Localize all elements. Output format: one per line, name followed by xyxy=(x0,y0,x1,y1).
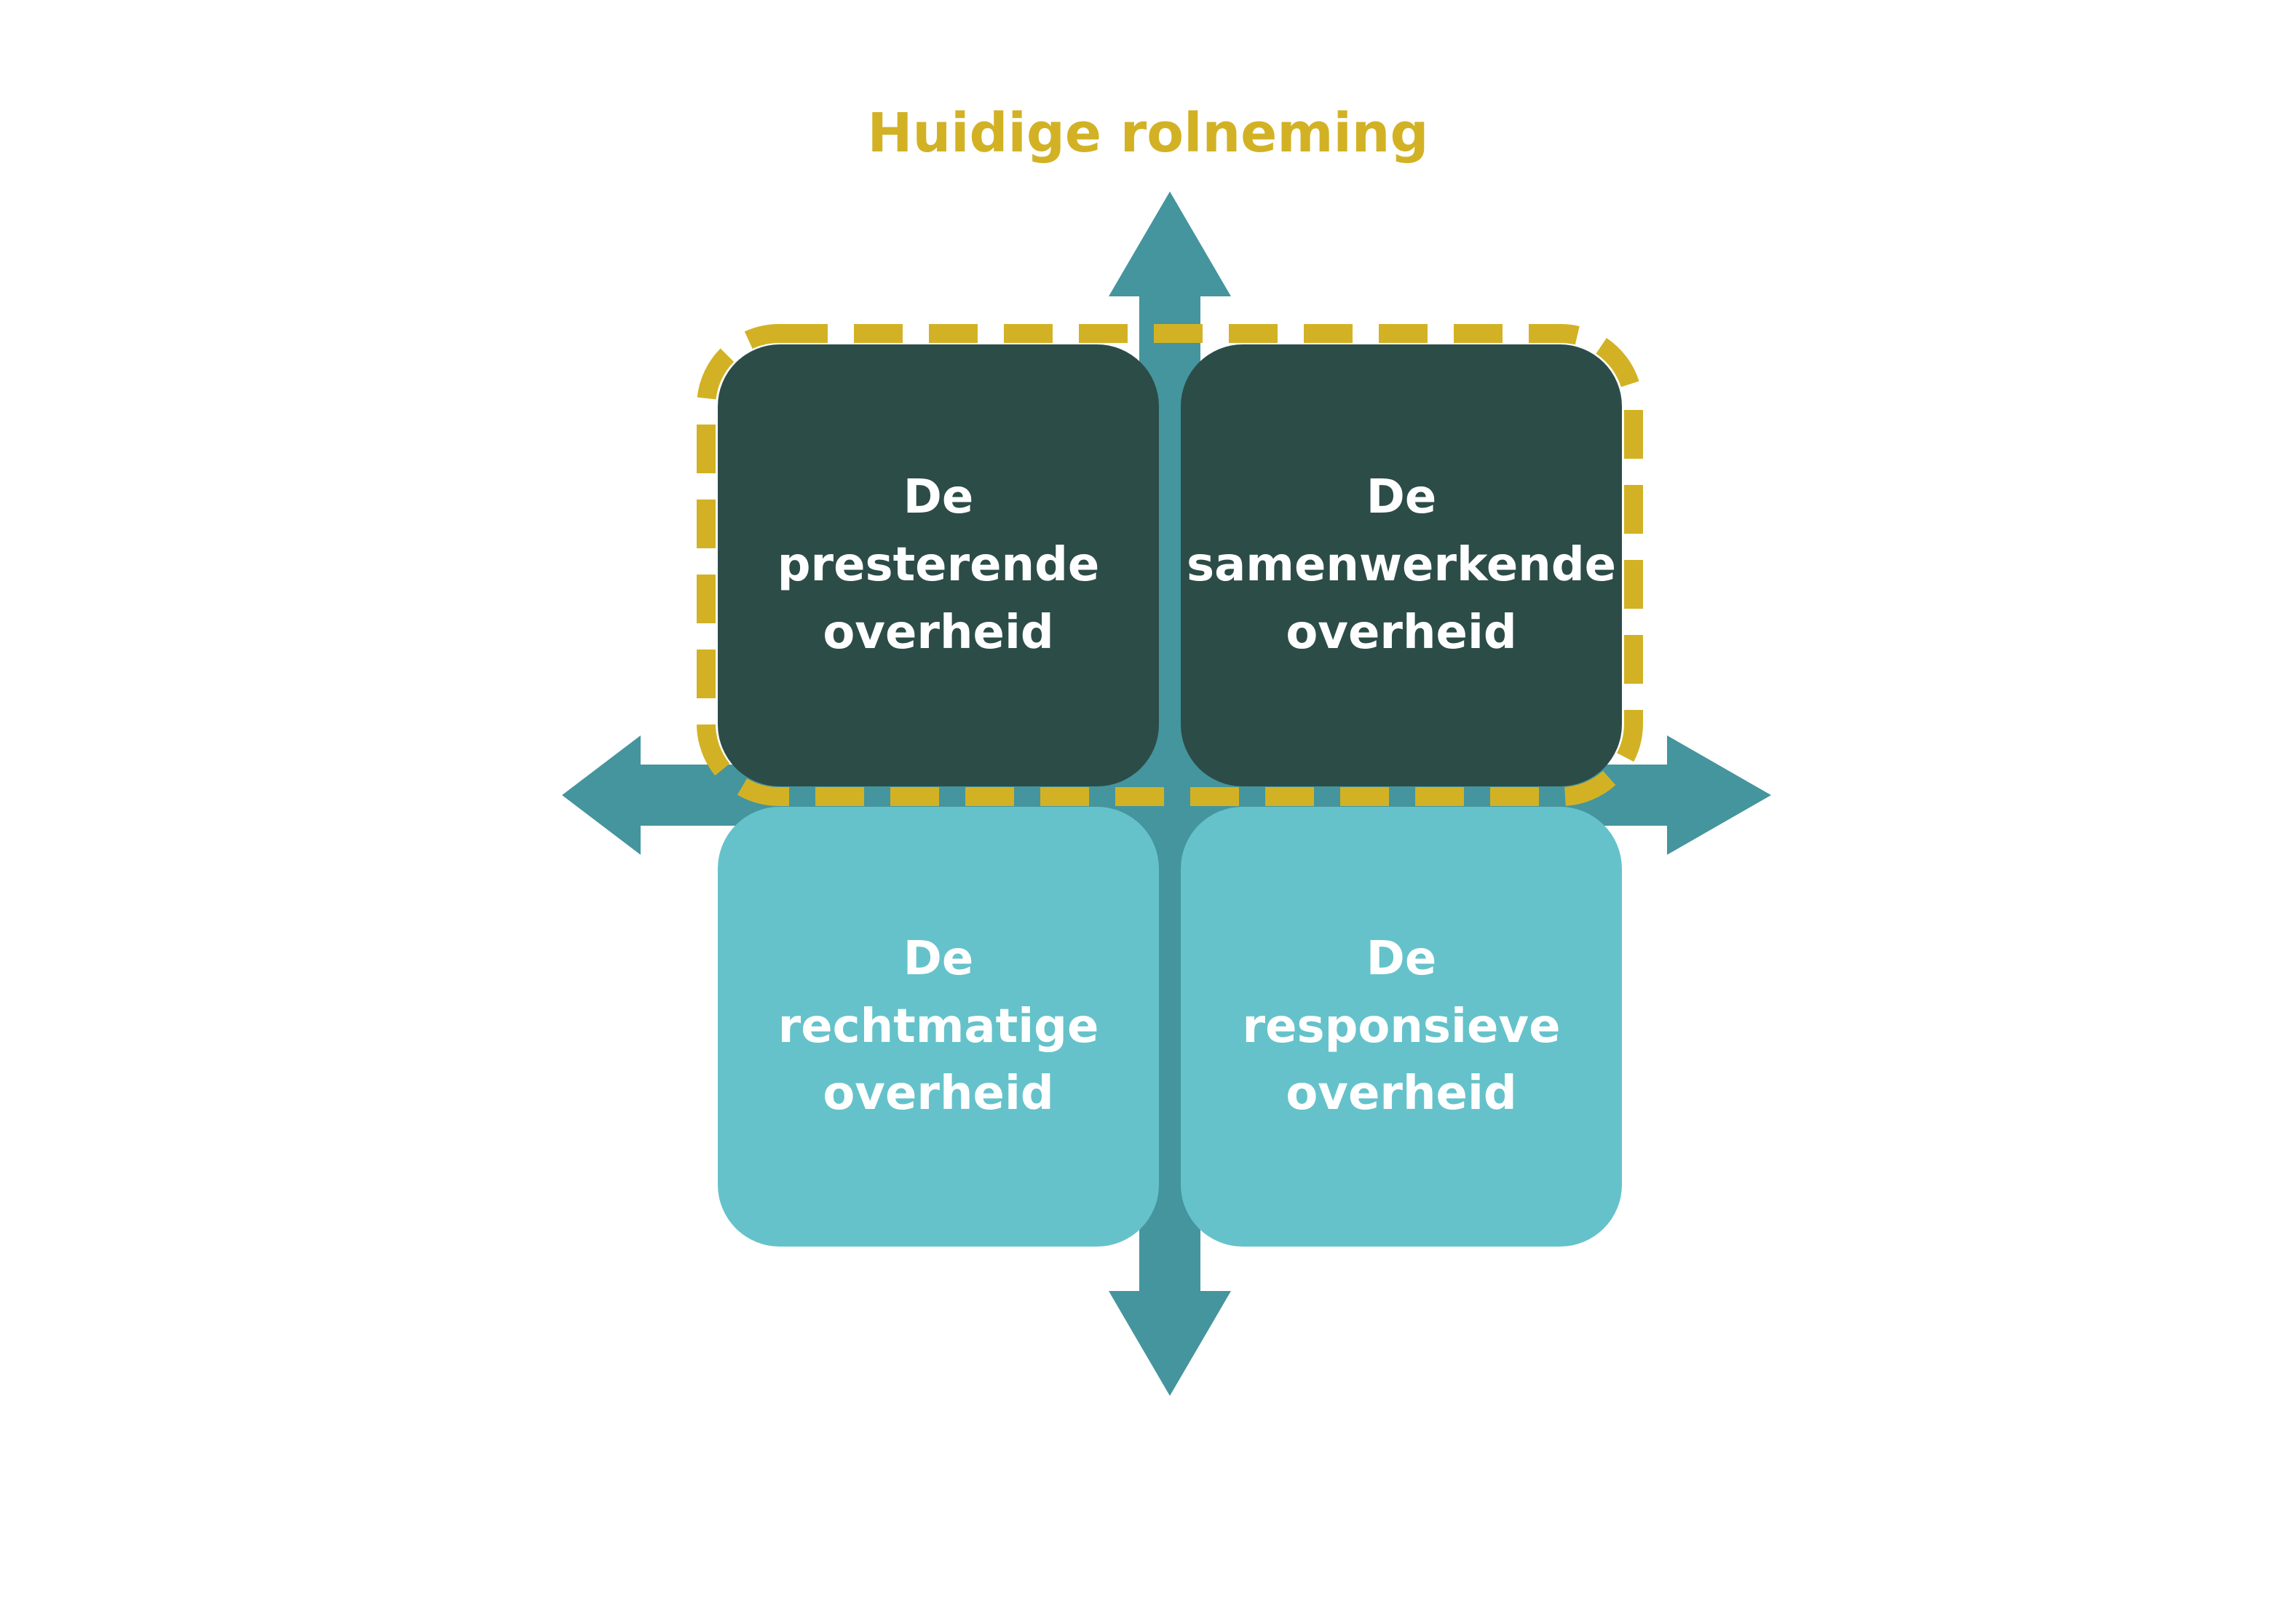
quadrant-label: De presterende overheid xyxy=(777,470,1100,660)
quadrant-label: De rechtmatige overheid xyxy=(777,931,1099,1121)
quadrant-rechtmatige-overheid: De rechtmatige overheid xyxy=(718,807,1159,1247)
diagram-title: Huidige rolneming xyxy=(867,102,1429,165)
quadrant-label: De samenwerkende overheid xyxy=(1186,470,1617,660)
quadrant-label: De responsieve overheid xyxy=(1242,931,1561,1121)
quadrant-samenwerkende-overheid: De samenwerkende overheid xyxy=(1181,344,1622,786)
quadrant-presterende-overheid: De presterende overheid xyxy=(718,344,1159,786)
quadrant-responsieve-overheid: De responsieve overheid xyxy=(1181,807,1622,1247)
